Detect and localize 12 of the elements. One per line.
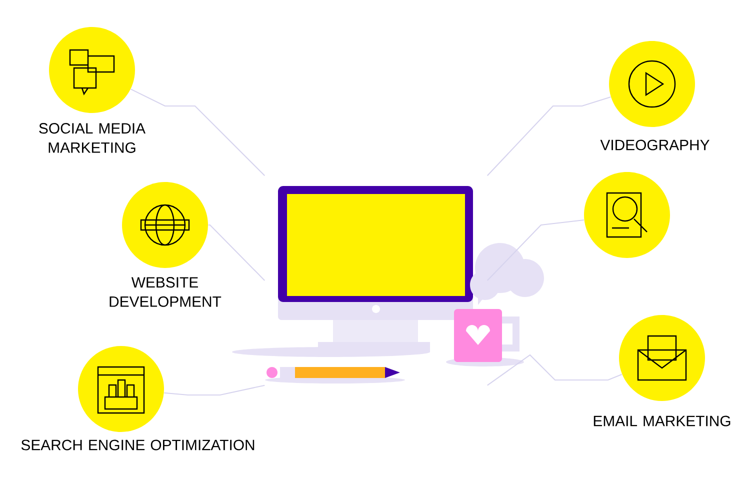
connector-line xyxy=(486,219,584,281)
connector-line xyxy=(164,384,265,396)
desk-drawing xyxy=(232,186,544,384)
connector-line xyxy=(486,96,611,176)
connector-line xyxy=(487,354,622,386)
service-label: SOCIAL MEDIA MARKETING xyxy=(39,123,146,153)
service-label: VIDEOGRAPHY xyxy=(600,140,710,150)
connector-line xyxy=(130,88,266,176)
service-label: EMAIL MARKETING xyxy=(594,416,730,426)
connector-line xyxy=(208,224,266,281)
service-label: SEARCH ENGINE OPTIMIZATION xyxy=(21,440,254,450)
service-label: WEBSITE DEVELOPMENT xyxy=(110,277,222,307)
